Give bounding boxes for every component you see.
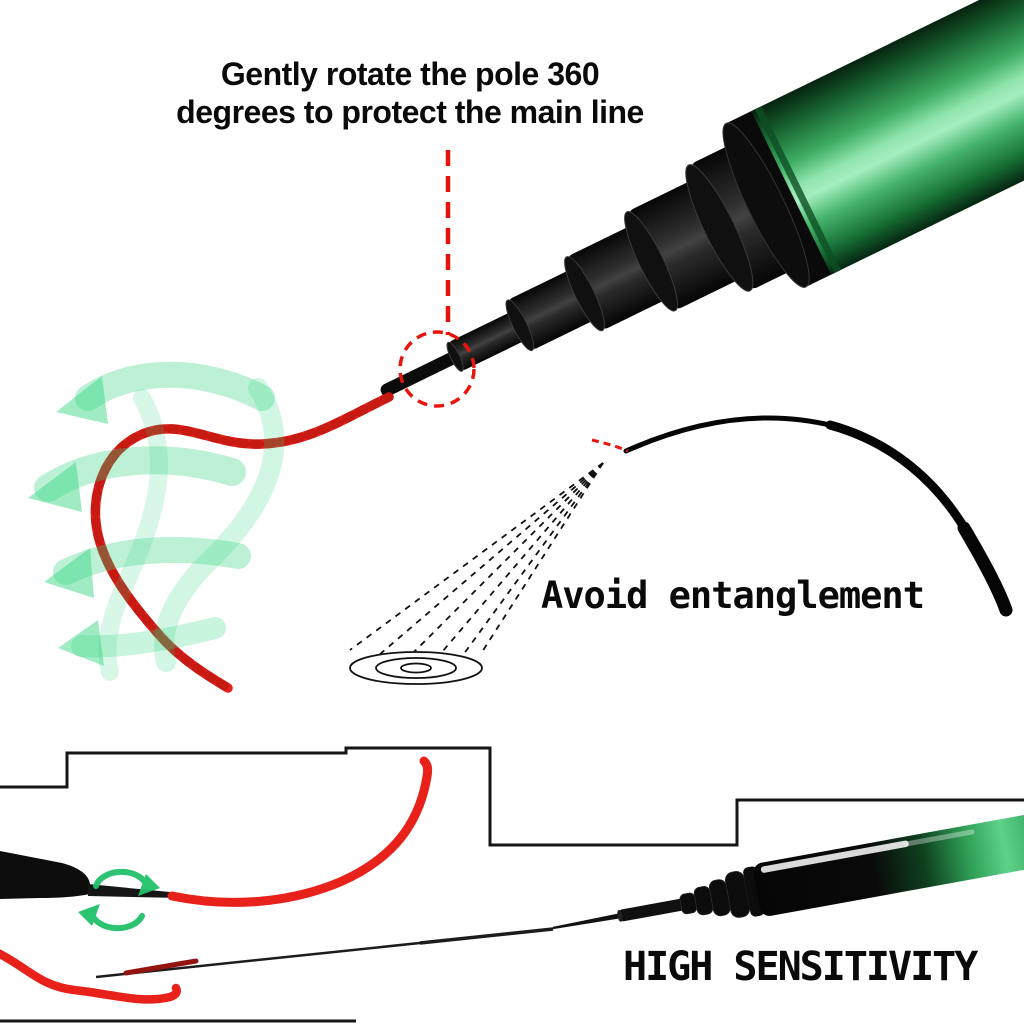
- telescopic-rod: [380, 0, 1024, 397]
- top-annotation: Gently rotate the pole 360 degrees to pr…: [130, 56, 690, 132]
- top-annotation-line1: Gently rotate the pole 360: [220, 56, 600, 92]
- fan-dashed-lines: [349, 462, 604, 673]
- avoid-entanglement-label: Avoid entanglement: [541, 574, 925, 617]
- annotation-dashed-circle: [398, 330, 476, 408]
- top-annotation-line2: degrees to protect the main line: [176, 93, 644, 130]
- swirl-arrowheads: [28, 376, 108, 666]
- glare-highlight: [760, 840, 909, 873]
- small-rotation-arrows: [78, 868, 160, 932]
- main-line-red: [90, 392, 394, 693]
- rotation-swirl-arrows: [28, 361, 285, 681]
- high-sensitivity-rod: [552, 805, 1024, 930]
- wrapped-red-segment: [123, 958, 199, 976]
- bottom-left-rod: [0, 851, 554, 979]
- line-spool-ellipses: [349, 651, 483, 685]
- bottom-red-lines: [0, 756, 433, 1004]
- rod-tip-annotation: [398, 150, 476, 408]
- rod-tip-dashed-red: [591, 438, 629, 453]
- bottom-panel-outline: [0, 746, 1024, 1023]
- high-sensitivity-label: HIGH SENSITIVITY: [623, 944, 978, 990]
- bent-rod-curve: [623, 415, 1013, 617]
- avoid-entanglement-figure: [349, 415, 1013, 685]
